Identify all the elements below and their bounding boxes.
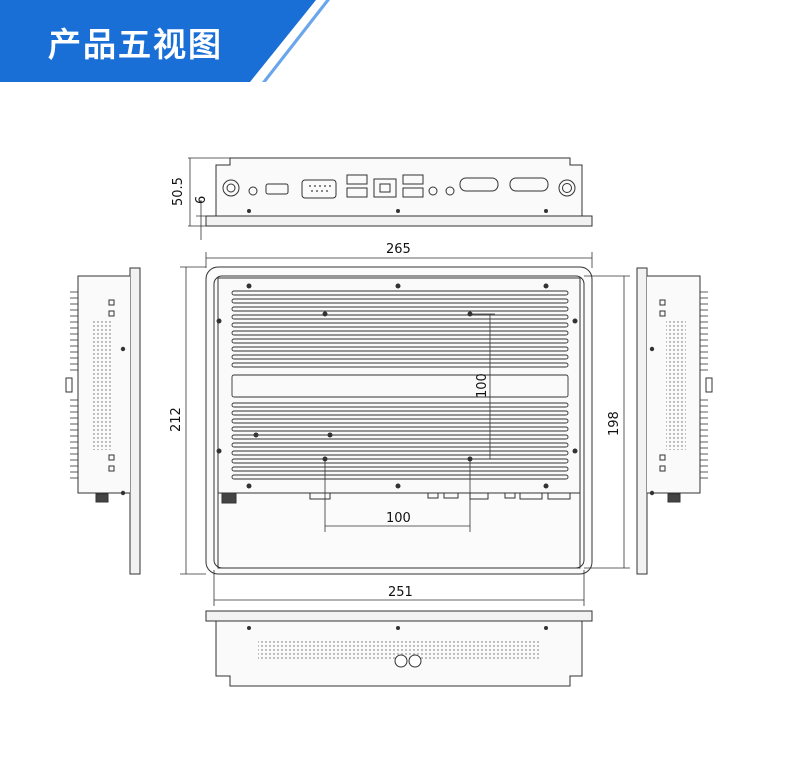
back-view bbox=[205, 266, 593, 575]
dim-overall-height: 212 bbox=[169, 407, 184, 432]
mounting-screws bbox=[216, 283, 578, 489]
dim-vesa-vertical: 100 bbox=[475, 373, 490, 398]
dim-vesa-horizontal: 100 bbox=[386, 511, 411, 526]
banner-shape bbox=[0, 0, 330, 82]
dim-top-flange: 6 bbox=[194, 196, 209, 204]
right-side-view bbox=[636, 267, 713, 575]
page-title: 产品五视图 bbox=[48, 25, 223, 64]
dim-top-height: 50.5 bbox=[171, 177, 186, 206]
top-view bbox=[205, 157, 593, 227]
dim-overall-width: 265 bbox=[386, 242, 411, 257]
top-view-dimensions bbox=[188, 157, 230, 240]
heatsink-fins bbox=[231, 290, 569, 480]
left-side-view bbox=[65, 267, 141, 575]
title-banner: 产品五视图 bbox=[0, 0, 330, 82]
dim-inner-width: 251 bbox=[388, 585, 413, 600]
bottom-view bbox=[205, 610, 593, 687]
dim-inner-height: 198 bbox=[607, 411, 622, 436]
back-view-dimensions bbox=[180, 252, 630, 606]
